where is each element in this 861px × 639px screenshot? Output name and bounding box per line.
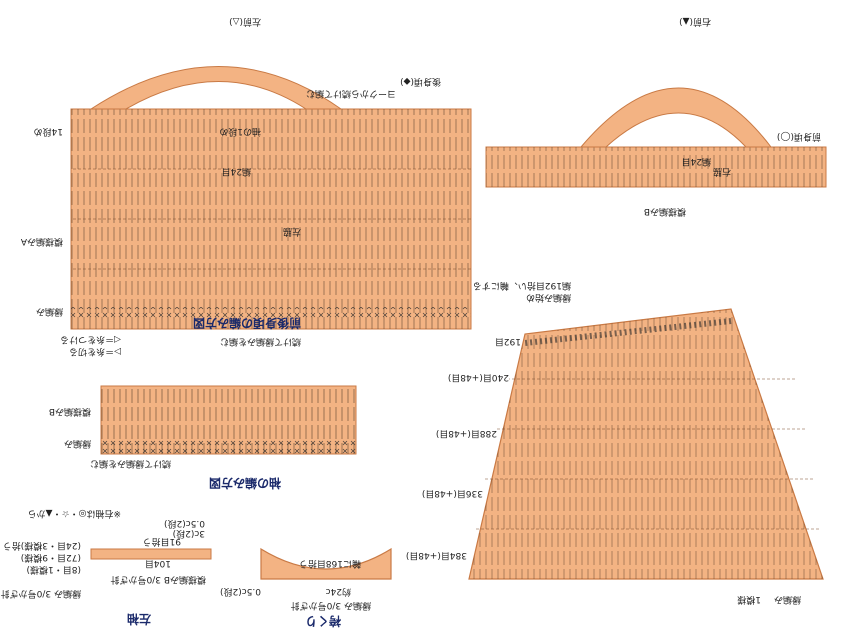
left-sleeve-diagram: 91目拾う 104目 模様編みB 3/0号かぎ針 0.5c(2段) 3c(2段)…: [1, 508, 212, 627]
left-sleeve-title: 左袖: [127, 612, 152, 627]
sleeve-edge-note: 縁編み 3/0号かぎ針: [1, 588, 81, 600]
left-front-neck-label: 左前(△): [229, 16, 261, 28]
sleeve-title: 袖の編み方図: [209, 476, 281, 491]
cont-edge-label: 続けて縁編みを編む: [220, 336, 301, 348]
sleeve-05c-label: 0.5c(2段): [164, 518, 205, 530]
waist-05c-label: 0.5c(2段): [220, 586, 261, 598]
sleeve-24-label: (24目・3模様)拾う: [3, 540, 81, 552]
sleeve-cont-label: 続けて縁編みを編む: [90, 458, 171, 470]
legend-yarn-join: ◁＝糸をつける: [60, 334, 121, 346]
front-neck-label: 前身頃(◯): [777, 131, 821, 143]
sleeve-72-label: (72目・9模様): [21, 552, 81, 564]
waist-note: 縁編み 3/0号かぎ針: [291, 600, 371, 612]
sleeve-b-note: 模様編みB 3/0号かぎ針: [110, 574, 206, 586]
waist-168-label: 輪に168目拾う: [299, 558, 361, 570]
sleeve-pattern: 縁編み 模様編みB 続けて縁編みを編む 袖の編み方図: [49, 385, 357, 491]
waist-24c-label: 約24c: [326, 586, 351, 598]
waist-title: 袴くり: [305, 614, 342, 629]
bodice-title: 前後身頃の編み方図: [193, 316, 301, 331]
sleeve-91-label: 91目拾う: [143, 536, 181, 548]
first-round-label: 袖の1段め: [219, 126, 261, 138]
skirt-diagram: 384目(+48目) 336目(+48目) 288目(+48目) 240目(+4…: [406, 280, 824, 606]
bodice-armhole-right: [89, 66, 343, 110]
bodice-armhole-left: [579, 87, 773, 148]
skirt-1-label: 1模様: [737, 594, 761, 606]
skirt-384-label: 384目(+48目): [406, 550, 467, 561]
bodice-pattern-a-label: 模様編みA: [20, 236, 63, 248]
row-24-left-label: 編24目: [222, 166, 251, 178]
left-sleeve-strip: [90, 548, 212, 560]
waist-diagram: 輪に168目拾う 約24c 縁編み 3/0号かぎ針 0.5c(2段) 袴くり: [220, 547, 392, 629]
left-side-label: 左脇: [283, 226, 301, 238]
skirt-336-label: 336目(+48目): [422, 488, 483, 499]
skirt-288-label: 288目(+48目): [436, 428, 497, 439]
legend-yarn-cut: ▷＝糸を切る: [69, 346, 121, 358]
sleeve-3c-label: 3c(2段): [173, 528, 205, 540]
back-neck-label: 後身頃(◆): [400, 76, 441, 88]
sleeve-pattern-b-label: 模様編みB: [49, 406, 91, 418]
right-side-label: 右脇: [713, 166, 731, 178]
sleeve-104-label: 104目: [145, 558, 171, 569]
sleeve-edge-label: 縁編み: [64, 438, 91, 450]
waist-band: [260, 547, 392, 580]
row-24-right-label: 編24目: [682, 156, 711, 168]
skirt-240-label: 240目(+48目): [448, 372, 509, 383]
skirt-start-label: 縁編み始め: [526, 292, 571, 304]
bodice-diagram: 縁編み 模様編みA 14段め 左脇 右脇 編24目 編24目 袖の1段め ヨーク…: [20, 16, 827, 358]
sleeve-8-label: (8目・1模様): [27, 564, 81, 576]
skirt-192-label: 192目: [495, 336, 521, 347]
bodice-edge-label: 縁編み: [36, 306, 63, 318]
rows-14-label: 14段め: [34, 126, 63, 138]
sleeve-ref-note: ※右袖は◎・☆・▲から: [28, 508, 121, 520]
skirt-192-note: 編192目拾い、輪にする: [473, 280, 571, 292]
skirt-edge-label: 縁編み: [774, 594, 801, 606]
neck-shaping-label: ヨークから続けて編む: [306, 88, 396, 100]
right-front-neck-label: 右前(▲): [679, 16, 711, 28]
pattern-b-top-label: 模様編みB: [644, 206, 686, 218]
